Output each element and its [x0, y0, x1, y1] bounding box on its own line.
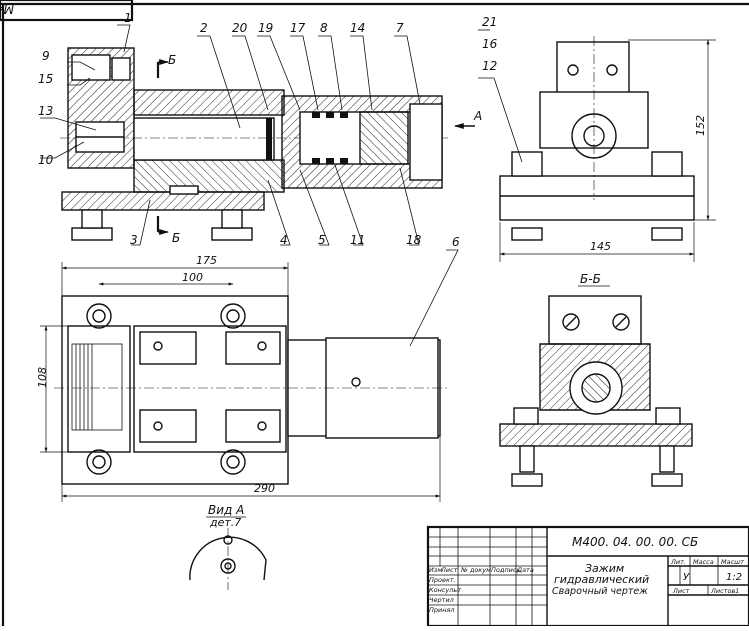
view-a-detail-7 — [189, 528, 267, 590]
tb-row-chertil: Чертил — [429, 596, 454, 604]
tb-col-izm: Изм — [429, 566, 442, 574]
tb-row-konsult: Консульт — [429, 586, 461, 594]
part-number-11: 11 — [350, 233, 365, 247]
part-number-12: 12 — [482, 59, 497, 73]
tb-col-list: Лист — [440, 566, 458, 574]
part-number-9: 9 — [42, 49, 50, 63]
dimension-290-value: 290 — [254, 482, 275, 495]
tb-list: Лист — [672, 587, 690, 595]
support-foot-left — [71, 227, 113, 241]
view-a-detail-label: дет.7 — [209, 516, 241, 529]
side-view — [478, 29, 695, 241]
base-plate — [61, 191, 265, 211]
tb-col-sign: Подпись — [491, 566, 520, 574]
title-name-line1: Зажим — [585, 562, 624, 575]
dimension-152-value: 152 — [694, 115, 707, 136]
part-number-13: 13 — [38, 104, 53, 118]
bolt-heads — [86, 303, 246, 475]
tb-scale-value: 1:2 — [726, 572, 742, 583]
part-number-21: 21 — [482, 15, 497, 29]
tb-lit-value: У — [683, 572, 690, 583]
front-section-view — [60, 47, 475, 241]
dimension-152 — [628, 39, 716, 221]
part-number-20: 20 — [232, 21, 248, 35]
dimension-108-value: 108 — [36, 367, 49, 388]
dimension-108 — [40, 325, 68, 453]
tb-row-proekt: Проект. — [429, 576, 456, 584]
part-number-10: 10 — [38, 153, 54, 167]
tb-masshtab-header: Масшт — [721, 558, 744, 566]
part-number-2: 2 — [200, 21, 208, 35]
title-designation: М400. 04. 00. 00. СБ — [572, 535, 698, 549]
rotated-designation-stamp: М400.04.00.00СБ — [0, 2, 14, 16]
section-mark-b-top: Б — [168, 53, 176, 67]
title-name-line3: Сварочный чертеж — [552, 586, 648, 597]
support-foot-right — [211, 227, 253, 241]
section-mark-b-bottom: Б — [172, 231, 180, 245]
dimension-100-value: 100 — [182, 271, 203, 284]
part-leaders — [40, 24, 421, 246]
tb-massa-header: Масса — [693, 558, 714, 566]
part-number-16: 16 — [482, 37, 498, 51]
part-number-3: 3 — [130, 233, 138, 247]
tb-listov: Листов1 — [710, 587, 739, 595]
dimension-175-value: 175 — [196, 254, 217, 267]
title-name-line2: гидравлический — [554, 573, 649, 586]
part-number-15: 15 — [38, 72, 53, 86]
upper-body — [133, 89, 285, 116]
knurled-jaw — [71, 343, 123, 431]
part-number-19: 19 — [258, 21, 273, 35]
part-number-6: 6 — [452, 235, 460, 249]
tb-row-prinyal: Принял — [429, 606, 455, 614]
view-a-title: Вид А — [208, 503, 244, 517]
part-number-5: 5 — [318, 233, 326, 247]
part-number-7: 7 — [396, 21, 404, 35]
dimension-145-value: 145 — [590, 240, 611, 253]
part-number-1: 1 — [124, 11, 132, 25]
tb-col-date: Дата — [516, 566, 534, 574]
part-number-18: 18 — [406, 233, 422, 247]
section-bb-view — [499, 295, 693, 487]
section-bb-title: Б-Б — [580, 272, 601, 286]
part-number-8: 8 — [320, 21, 328, 35]
plan-view — [54, 249, 459, 485]
tb-lit-header: Лит. — [670, 558, 686, 566]
part-number-14: 14 — [350, 21, 365, 35]
piston-rod — [133, 117, 275, 161]
seal-springs — [266, 112, 348, 164]
dimension-290 — [61, 436, 441, 502]
part-number-17: 17 — [290, 21, 306, 35]
tb-col-doc: № докум — [460, 566, 491, 574]
part-number-4: 4 — [280, 233, 288, 247]
dimension-145 — [499, 222, 695, 262]
dimension-175 — [61, 262, 289, 296]
view-arrow-label-a: А — [473, 109, 482, 123]
